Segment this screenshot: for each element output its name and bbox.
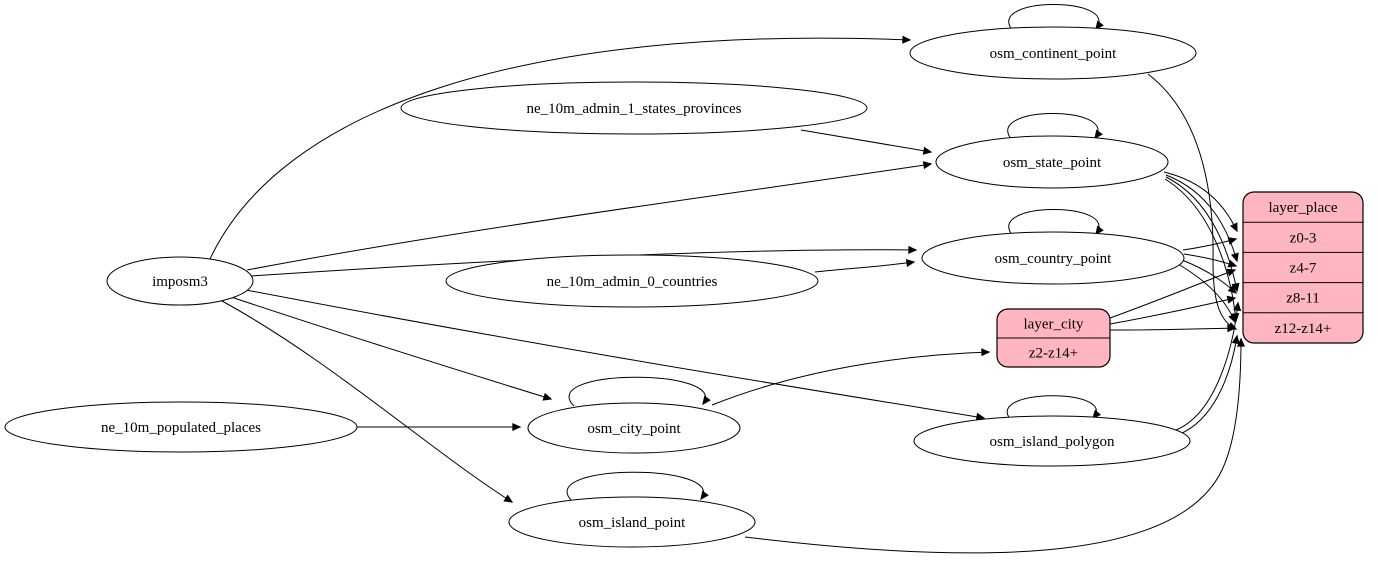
- record-row-layer_place-layer_place: layer_place: [1268, 200, 1337, 216]
- node-osm_continent_point: osm_continent_point: [909, 26, 1197, 80]
- node-ne_10m_admin_1_states_provinces: ne_10m_admin_1_states_provinces: [400, 81, 868, 135]
- edge-imposm3-to-osm_continent_point: [209, 35, 912, 260]
- edge-osm_country_point-to-layer_place-z4-7: [1183, 253, 1238, 268]
- self-loop-osm_island_point: [566, 471, 709, 502]
- edge-osm_continent_point-to-layer_place-z12-z14+: [1147, 73, 1238, 330]
- table-shape-ne_10m_populated_places: [4, 401, 358, 453]
- self-loop-osm_state_point: [1007, 113, 1103, 141]
- table-shape-imposm3: [106, 256, 254, 306]
- node-osm_state_point: osm_state_point: [935, 135, 1169, 189]
- record-row-layer_place-z0-3: z0-3: [1290, 230, 1317, 246]
- table-shape-ne_10m_admin_0_countries: [445, 254, 819, 308]
- self-loop-osm_continent_point: [1008, 4, 1104, 32]
- node-osm_country_point: osm_country_point: [921, 231, 1185, 285]
- table-shape-osm_city_point: [527, 402, 741, 454]
- edges-layer: [209, 4, 1246, 554]
- edge-osm_country_point-to-layer_place-z8-11: [1181, 259, 1238, 294]
- edge-osm_island_polygon-to-layer_place-z8-11: [1175, 301, 1242, 431]
- table-label-osm_island_polygon: osm_island_polygon: [989, 434, 1115, 450]
- node-ne_10m_populated_places: ne_10m_populated_places: [4, 401, 358, 453]
- record-row-layer_place-z12-z14+: z12-z14+: [1275, 321, 1332, 337]
- table-shape-osm_continent_point: [909, 26, 1197, 80]
- record-row-layer_city-layer_city: layer_city: [1024, 316, 1084, 332]
- table-label-osm_state_point: osm_state_point: [1003, 155, 1102, 171]
- self-loop-osm_city_point: [568, 376, 711, 407]
- self-loop-osm_country_point: [1008, 209, 1104, 237]
- edge-osm_state_point-to-layer_place-z4-7: [1165, 174, 1239, 263]
- edge-osm_country_point-to-layer_place-z0-3: [1182, 237, 1238, 251]
- table-label-ne_10m_populated_places: ne_10m_populated_places: [101, 420, 261, 436]
- edge-osm_island_polygon-to-layer_place-z12-z14+: [1179, 334, 1240, 435]
- table-shape-osm_country_point: [921, 231, 1185, 285]
- node-layer_city: layer_city z2-z14+: [996, 308, 1111, 368]
- table-shape-osm_state_point: [935, 135, 1169, 189]
- edge-imposm3-to-osm_state_point: [246, 161, 933, 271]
- node-layer_place: layer_place z0-3 z4-7 z8-11 z12-z14+: [1242, 191, 1364, 344]
- self-loop-osm_island_polygon: [1006, 395, 1102, 421]
- table-label-imposm3: imposm3: [152, 274, 208, 290]
- edge-layer_city-to-layer_place-z12-z14+: [1109, 324, 1237, 333]
- node-osm_island_point: osm_island_point: [508, 496, 756, 548]
- edge-imposm3-to-osm_city_point: [230, 296, 553, 401]
- node-osm_island_polygon: osm_island_polygon: [913, 415, 1191, 467]
- edge-osm_state_point-to-layer_place-z0-3: [1163, 171, 1238, 233]
- edge-ne_10m_admin_1_states_provinces-to-osm_state_point: [800, 129, 933, 155]
- edge-imposm3-to-osm_island_point: [221, 300, 514, 503]
- table-label-osm_city_point: osm_city_point: [587, 421, 681, 437]
- node-osm_city_point: osm_city_point: [527, 402, 741, 454]
- edge-ne_10m_admin_0_countries-to-osm_country_point: [814, 259, 916, 273]
- edge-osm_island_point-to-layer_place-z12-z14+: [744, 337, 1246, 554]
- nodes-layer: imposm3 ne_10m_populated_places ne_10m_adm…: [4, 26, 1364, 548]
- table-label-ne_10m_admin_1_states_provinces: ne_10m_admin_1_states_provinces: [527, 101, 742, 117]
- table-shape-osm_island_point: [508, 496, 756, 548]
- record-row-layer_place-z8-11: z8-11: [1286, 291, 1320, 307]
- table-shape-ne_10m_admin_1_states_provinces: [400, 81, 868, 135]
- record-row-layer_place-z4-7: z4-7: [1290, 260, 1317, 276]
- edge-layer_city-to-layer_place-z4-7: [1109, 268, 1237, 319]
- edge-osm_city_point-to-layer_city-z2-z14+: [711, 348, 991, 406]
- table-label-ne_10m_admin_0_countries: ne_10m_admin_0_countries: [547, 274, 718, 290]
- node-ne_10m_admin_0_countries: ne_10m_admin_0_countries: [445, 254, 819, 308]
- table-shape-osm_island_polygon: [913, 415, 1191, 467]
- node-imposm3: imposm3: [106, 256, 254, 306]
- edge-osm_country_point-to-layer_place-z12-z14+: [1177, 263, 1236, 324]
- edge-imposm3-to-osm_island_polygon: [245, 289, 986, 421]
- record-shape-layer_place: [1242, 191, 1364, 344]
- edge-osm_state_point-to-layer_place-z8-11: [1165, 176, 1240, 293]
- table-label-osm_continent_point: osm_continent_point: [990, 46, 1117, 62]
- table-label-osm_country_point: osm_country_point: [995, 251, 1112, 267]
- edge-layer_city-to-layer_place-z8-11: [1109, 295, 1237, 325]
- table-label-osm_island_point: osm_island_point: [579, 515, 687, 531]
- record-row-layer_city-z2-z14+: z2-z14+: [1029, 345, 1078, 361]
